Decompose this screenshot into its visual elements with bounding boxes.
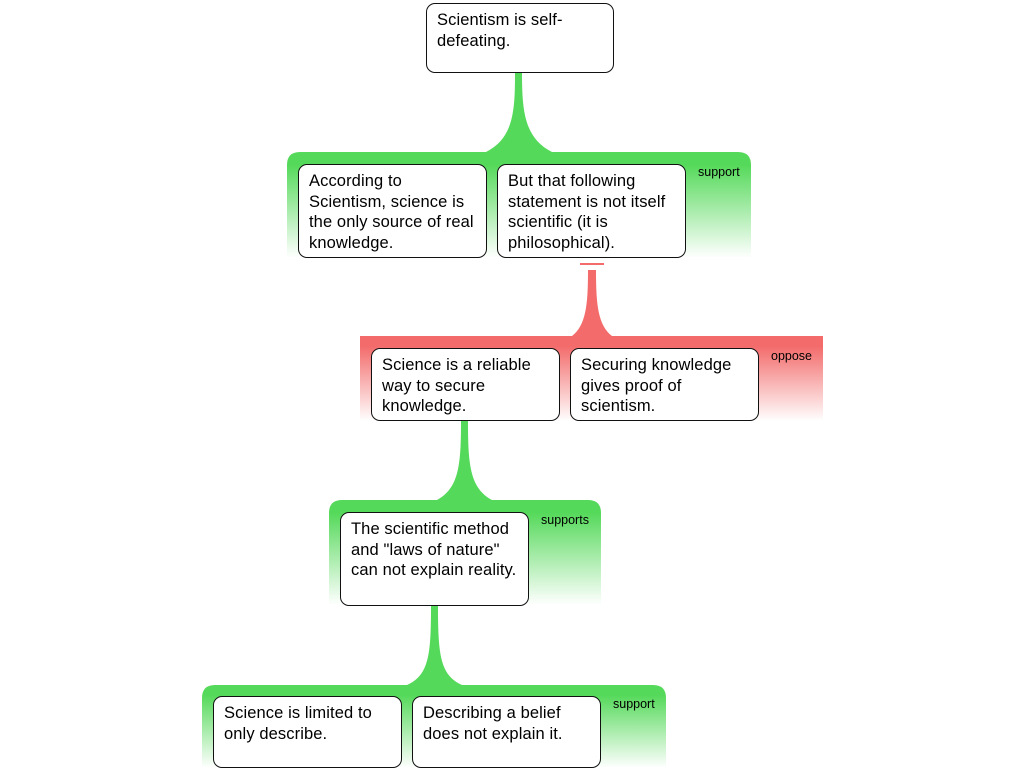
main-claim-card[interactable]: Scientism is self-defeating. <box>426 3 614 73</box>
group-type-label: oppose <box>771 349 813 363</box>
premise-text: Science is limited to only describe. <box>224 704 372 743</box>
objection-card[interactable]: Science is a reliable way to secure know… <box>371 348 560 421</box>
premise-text: Describing a belief does not explain it. <box>423 704 563 743</box>
premise-card[interactable]: Describing a belief does not explain it. <box>412 696 601 768</box>
objection-text: Science is a reliable way to secure know… <box>382 356 531 415</box>
support-connector-1 <box>486 72 552 152</box>
premise-card[interactable]: But that following statement is not itse… <box>497 164 686 258</box>
support-connector-2 <box>437 421 492 500</box>
support-connector-3 <box>407 605 462 685</box>
premise-card[interactable]: Science is limited to only describe. <box>213 696 402 768</box>
premise-card[interactable]: According to Scientism, science is the o… <box>298 164 487 258</box>
group-type-label: support <box>613 697 655 711</box>
premise-text: According to Scientism, science is the o… <box>309 172 474 252</box>
main-claim-text: Scientism is self-defeating. <box>437 11 563 50</box>
oppose-connector <box>572 270 612 336</box>
oppose-marker-bar <box>580 263 604 265</box>
objection-text: Securing knowledge gives proof of scient… <box>581 356 732 415</box>
premise-text: But that following statement is not itse… <box>508 172 666 252</box>
objection-card[interactable]: Securing knowledge gives proof of scient… <box>570 348 759 421</box>
premise-card[interactable]: The scientific method and "laws of natur… <box>340 512 529 606</box>
group-type-label: support <box>698 165 740 179</box>
group-type-label: supports <box>541 513 589 527</box>
premise-text: The scientific method and "laws of natur… <box>351 520 517 579</box>
